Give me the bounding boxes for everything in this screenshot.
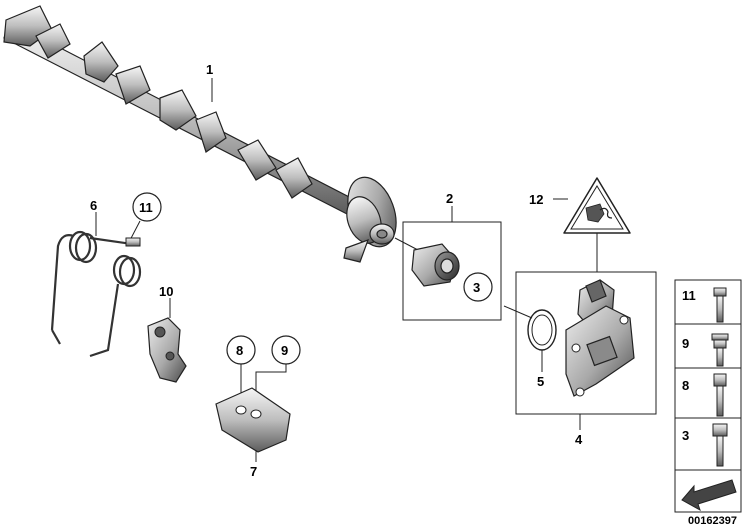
legend-number-2: 9 [682, 336, 689, 351]
torsion-spring [50, 230, 142, 358]
seal-ring [527, 309, 557, 351]
callout-3: 3 [473, 280, 480, 295]
bolt-icon [713, 287, 727, 323]
callout-2: 2 [446, 191, 453, 206]
callout-10: 10 [159, 284, 173, 299]
doc-number: 00162397 [688, 515, 737, 527]
camshaft [3, 5, 397, 263]
callout-11: 11 [139, 200, 153, 215]
legend-number-3: 8 [682, 378, 689, 393]
callout-12: 12 [529, 192, 543, 207]
hex-bolt-icon [713, 373, 727, 417]
callout-4: 4 [575, 432, 583, 447]
legend-panel: 11 9 8 3 [674, 279, 742, 513]
part-4-box [515, 271, 657, 415]
callout-6: 6 [90, 198, 97, 213]
adjuster-unit [394, 237, 460, 287]
callout-9: 9 [281, 343, 288, 358]
callout-7: 7 [250, 464, 257, 479]
callout-3-circle [463, 272, 493, 302]
arrow-icon [681, 479, 737, 512]
callout-1: 1 [206, 62, 213, 77]
rocker-lever [147, 317, 187, 383]
warning-label-icon [563, 177, 631, 234]
hex-flange-bolt-icon [711, 333, 729, 367]
callout-5: 5 [537, 374, 544, 389]
legend-number-1: 11 [682, 288, 696, 303]
position-sensor [565, 279, 635, 397]
bracket [215, 387, 291, 453]
socket-head-screw-icon [712, 423, 728, 467]
callout-8: 8 [236, 343, 243, 358]
callout-11-circle [132, 192, 162, 222]
legend-number-4: 3 [682, 428, 689, 443]
